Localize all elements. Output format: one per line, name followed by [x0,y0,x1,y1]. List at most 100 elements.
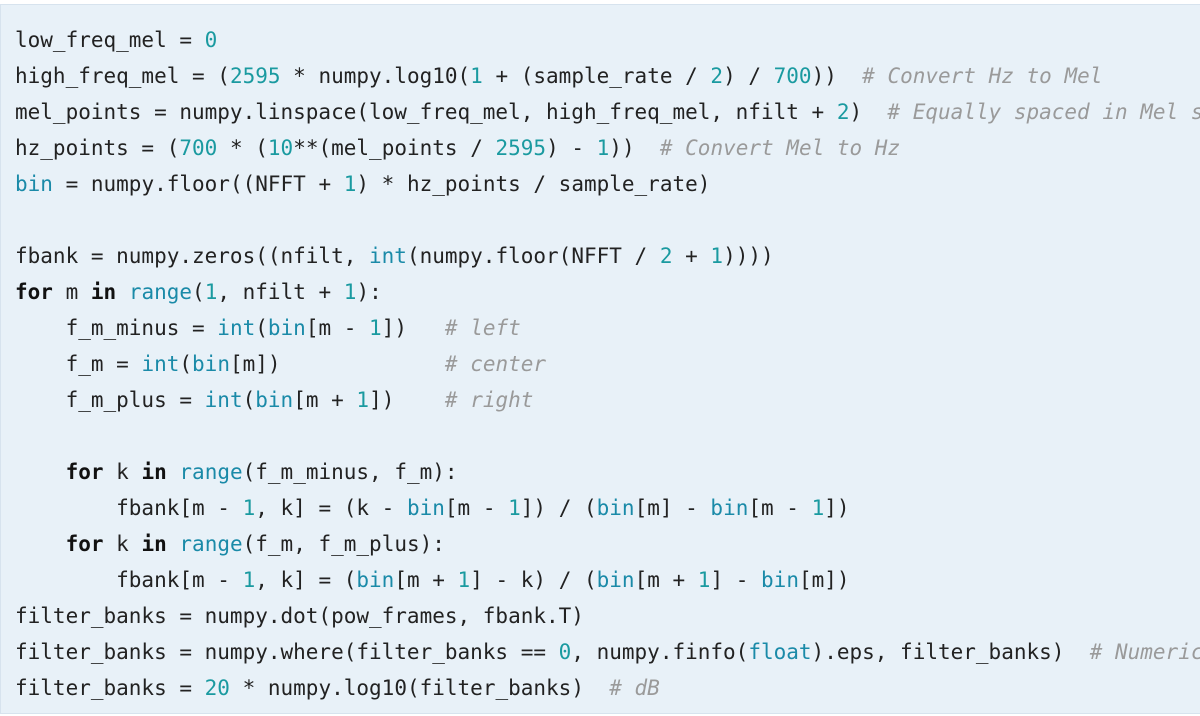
code-keyword: in [141,460,167,484]
code-text: (f_m_minus, f_m): [242,460,458,484]
code-text: )))) [723,244,774,268]
code-number: 700 [179,136,218,160]
code-builtin: float [748,640,812,664]
code-text [116,280,129,304]
code-line: f_m_minus = int(bin[m - 1]) # left [15,310,1200,346]
code-builtin: bin [356,568,395,592]
code-text [167,460,180,484]
code-text: fbank = numpy.zeros((nfilt, [15,244,370,268]
code-number: 700 [773,64,812,88]
code-line: for m in range(1, nfilt + 1): [15,274,1200,310]
code-comment: # Convert Mel to Hz [659,136,901,160]
code-text: [m] - [634,496,711,520]
code-builtin: int [141,352,180,376]
code-number: 1 [710,244,724,268]
code-text: fbank[m - [15,568,243,592]
code-comment: # center [444,352,547,376]
code-text: ( [179,352,193,376]
code-builtin: bin [15,172,53,196]
code-text [15,460,66,484]
code-text: filter_banks = numpy.where(filter_banks … [15,640,559,664]
code-text: hz_points = ( [15,136,180,160]
code-builtin: int [369,244,407,268]
code-text: ]) [824,496,850,520]
code-text: ) [849,100,888,124]
code-line [15,202,1200,238]
code-builtin: range [128,280,193,304]
code-builtin: bin [596,496,635,520]
code-text: [m - [748,496,812,520]
code-text: [m + [634,568,698,592]
code-text: ).eps, filter_banks) [811,640,1090,664]
code-listing: low_freq_mel = 0 high_freq_mel = (2595 * … [1,5,1200,706]
code-builtin: bin [761,568,799,592]
code-text: k [103,460,142,484]
code-line: fbank[m - 1, k] = (bin[m + 1] - k) / (bi… [15,562,1200,598]
code-builtin: range [179,460,243,484]
code-line [15,418,1200,454]
code-text: [m]) [229,352,445,376]
code-line: fbank[m - 1, k] = (k - bin[m - 1]) / (bi… [15,490,1200,526]
code-keyword: in [90,280,117,304]
code-text: (f_m, f_m_plus): [242,532,445,556]
code-builtin: range [179,532,243,556]
code-text: k [103,532,142,556]
code-line: bin = numpy.floor((NFFT + 1) * hz_points… [15,166,1200,202]
code-number: 1 [242,496,256,520]
code-line: f_m_plus = int(bin[m + 1]) # right [15,382,1200,418]
code-text: m [52,280,91,304]
code-text: f_m_plus = [15,388,205,412]
code-text: [m + [394,568,458,592]
code-text: = numpy.floor((NFFT + [52,172,344,196]
code-text: [m]) [798,568,850,592]
code-builtin: bin [267,316,306,340]
code-number: 2595 [229,64,281,88]
code-text: ]) / ( [520,496,597,520]
code-text: f_m = [15,352,142,376]
code-line: mel_points = numpy.linspace(low_freq_mel… [15,94,1200,130]
code-text: **(mel_points / [293,136,496,160]
code-builtin: bin [406,496,445,520]
code-line: hz_points = (700 * (10**(mel_points / 25… [15,130,1200,166]
code-builtin: bin [596,568,635,592]
code-comment: # Numerical Stability [1089,640,1200,664]
code-text: filter_banks = numpy.dot(pow_frames, fba… [15,604,584,628]
code-comment: # Convert Hz to Mel [862,64,1103,88]
code-number: 0 [204,28,218,52]
code-text: ] - [710,568,762,592]
code-line: fbank = numpy.zeros((nfilt, int(numpy.fl… [15,238,1200,274]
code-number: 1 [508,496,521,520]
code-text: ( [242,388,256,412]
code-text: , nfilt + [217,280,344,304]
code-text: mel_points = numpy.linspace(low_freq_mel… [15,100,837,124]
code-text: * numpy.log10( [280,64,471,88]
code-builtin: int [217,316,256,340]
code-number: 1 [697,568,711,592]
code-text: [m - [305,316,370,340]
code-number: 1 [343,172,357,196]
code-number: 2 [710,64,724,88]
code-text: high_freq_mel = ( [15,64,230,88]
code-number: 1 [343,280,357,304]
code-text: ) * hz_points / sample_rate) [356,172,711,196]
code-text: ) - [546,136,597,160]
code-number: 20 [204,676,230,700]
code-keyword: for [65,532,104,556]
code-text: [m - [444,496,509,520]
code-text: filter_banks = [15,676,205,700]
code-block: low_freq_mel = 0 high_freq_mel = (2595 * … [0,4,1200,714]
code-builtin: bin [710,496,749,520]
code-number: 1 [356,388,370,412]
code-comment: # dB [609,676,660,700]
code-text: )) [811,64,863,88]
code-line: filter_banks = 20 * numpy.log10(filter_b… [15,670,1200,706]
code-text: ( [192,280,205,304]
code-number: 1 [811,496,825,520]
code-text: low_freq_mel = [15,28,205,52]
code-number: 10 [267,136,294,160]
code-text: f_m_minus = [15,316,218,340]
code-number: 0 [558,640,572,664]
code-text: * ( [217,136,268,160]
code-text: [m + [293,388,357,412]
code-line: for k in range(f_m_minus, f_m): [15,454,1200,490]
